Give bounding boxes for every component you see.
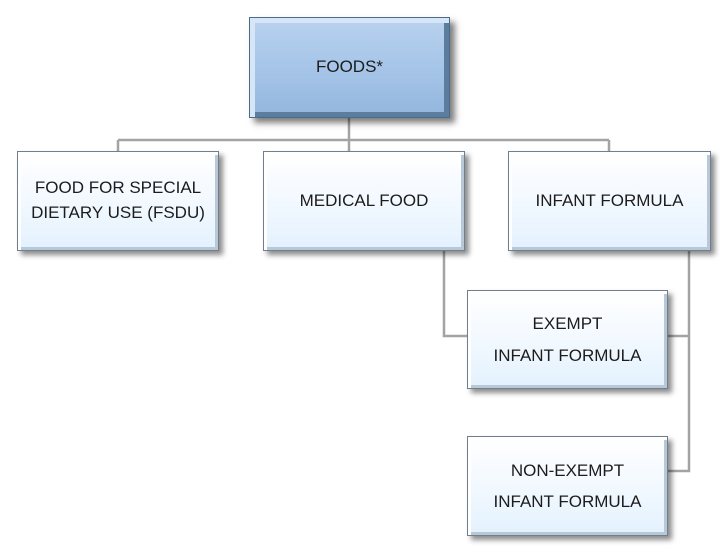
connector-medical-to-exempt [442,251,467,338]
node-fsdu-label-line-1: FOOD FOR SPECIAL [34,178,202,198]
node-medical-food: MEDICAL FOOD [263,151,465,251]
connector-infant-trunk [668,251,691,473]
node-infant-formula-label: INFANT FORMULA [535,190,684,210]
node-foods-label: FOODS* [315,57,384,77]
node-non-exempt-infant-formula: NON-EXEMPT INFANT FORMULA [467,436,668,536]
node-non-exempt-label-line-1: NON-EXEMPT [510,460,625,480]
node-non-exempt-label-line-2: INFANT FORMULA [493,492,642,511]
node-fsdu-label-line-2: DIETARY USE (FSDU) [31,203,205,222]
node-foods: FOODS* [249,17,450,118]
node-exempt-label-line-2: INFANT FORMULA [493,345,642,365]
node-infant-formula: INFANT FORMULA [508,151,711,251]
node-fsdu: FOOD FOR SPECIAL DIETARY USE (FSDU) [17,151,219,251]
node-exempt-infant-formula: EXEMPT INFANT FORMULA [467,290,668,389]
node-medical-food-label: MEDICAL FOOD [299,190,429,210]
node-exempt-label-line-1: EXEMPT [532,314,603,334]
